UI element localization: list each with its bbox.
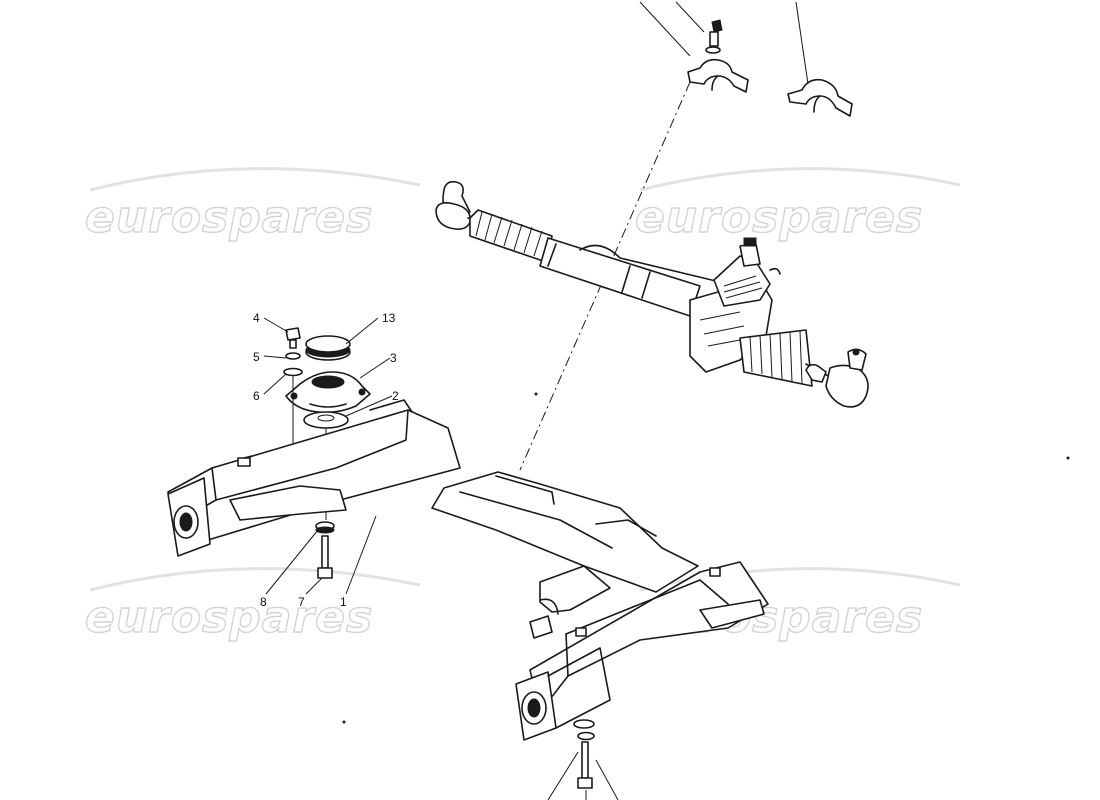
mount-bracket-3 [285,371,371,414]
watermark-text: eurospares [635,192,923,243]
bolt [705,19,723,54]
rack-mounting-clamp-left [687,58,749,93]
bolt-4 [285,327,301,349]
spring-washer-5 [285,352,301,360]
callout-7: 7 [298,595,305,609]
callout-13: 13 [382,311,396,325]
rubber-washer-2 [303,411,349,429]
rubber-washer-13 [305,335,351,361]
washer-8 [315,521,335,534]
watermark-text: eurospares [85,192,373,243]
watermark-text: eurospares [85,592,373,643]
callout-labels: 4 13 5 3 6 2 8 7 1 [253,311,399,609]
callout-2: 2 [392,389,399,403]
stud-7 [317,535,333,579]
subframe-crossmember [167,399,769,741]
callout-8: 8 [260,595,267,609]
stud-bottom [573,719,595,789]
callout-4: 4 [253,311,260,325]
callout-5: 5 [253,350,260,364]
callout-leaders [263,317,393,595]
callout-6: 6 [253,389,260,403]
callout-1: 1 [340,595,347,609]
washer-6 [283,367,303,377]
rack-mounting-clamp-right [787,78,853,117]
steering-rack [435,180,869,408]
callout-3: 3 [390,351,397,365]
